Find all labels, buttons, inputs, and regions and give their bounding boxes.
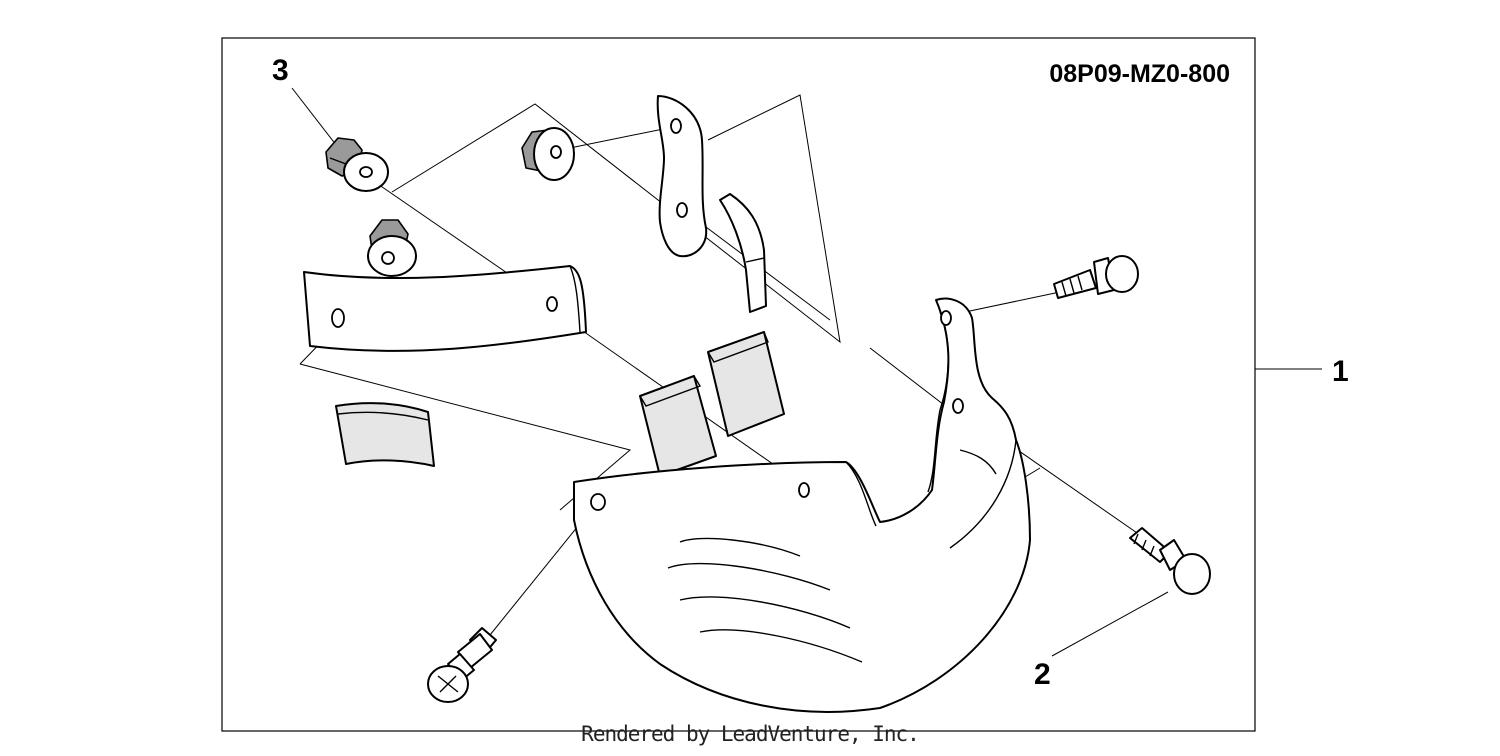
callout-2-leader xyxy=(1051,591,1169,657)
rubber-strip-icon xyxy=(719,193,767,313)
callout-1[interactable]: 1 xyxy=(1332,355,1349,388)
render-credit: Rendered by LeadVenture, Inc. xyxy=(581,722,920,746)
flange-nut-icon xyxy=(521,127,575,181)
cushion-pad-icon xyxy=(639,375,717,477)
upper-guard-plate-icon xyxy=(303,265,587,352)
flange-nut-icon xyxy=(325,137,389,192)
cushion-pad-icon xyxy=(707,331,785,437)
flange-nut-icon xyxy=(367,219,417,277)
part-number: 08P09-MZ0-800 xyxy=(1049,60,1230,88)
callout-3[interactable]: 3 xyxy=(272,54,289,87)
screw-icon xyxy=(1129,527,1211,595)
screw-icon xyxy=(1053,255,1139,299)
screw-icon xyxy=(427,627,497,703)
cushion-pad-icon xyxy=(335,402,435,467)
callout-2[interactable]: 2 xyxy=(1034,658,1051,691)
diagram-frame xyxy=(221,37,1256,732)
callout-3-leader xyxy=(291,87,341,151)
mounting-bracket-icon xyxy=(656,95,708,258)
main-guard-icon xyxy=(573,297,1031,713)
